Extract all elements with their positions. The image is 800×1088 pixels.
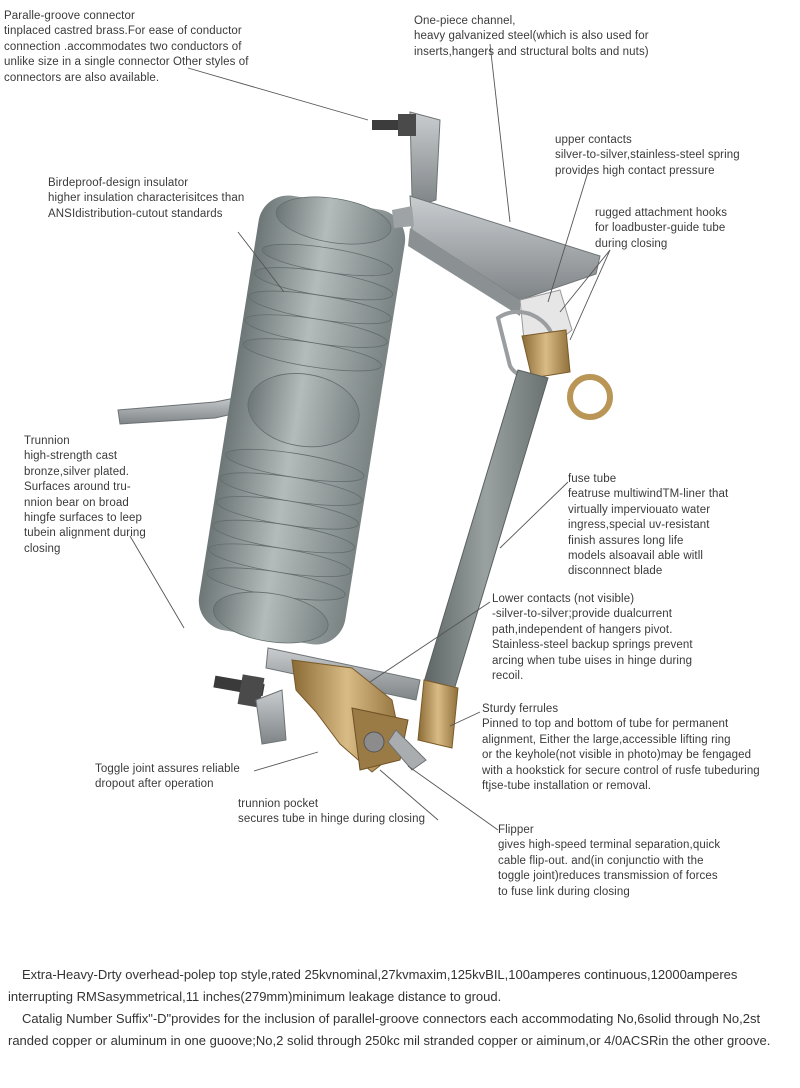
insulator-callout: Birdeproof-design insulator higher insul…: [48, 177, 245, 220]
product-description: Extra-Heavy-Drty overhead-polep top styl…: [8, 964, 794, 1052]
toggle-callout: Toggle joint assures reliable dropout af…: [95, 763, 240, 791]
lower-hinge-assembly: [265, 647, 427, 773]
upper-contacts-callout: upper contacts silver-to-silver,stainles…: [555, 134, 740, 177]
description-paragraph-2: Catalig Number Suffix"-D"provides for th…: [8, 1011, 771, 1048]
upper-contact-assembly: [495, 289, 613, 420]
connector-callout: Paralle-groove connector tinplaced castr…: [4, 10, 249, 84]
flipper-callout: Flipper gives high-speed terminal separa…: [498, 824, 721, 898]
top-connector: [372, 114, 416, 136]
trunnion-callout: Trunnion high-strength cast bronze,silve…: [24, 435, 146, 555]
leader-lines: [129, 43, 611, 831]
top-channel: [392, 111, 601, 316]
fuse-cutout-illustration: [117, 43, 613, 831]
channel-callout: One-piece channel, heavy galvanized stee…: [414, 15, 649, 58]
fuse-tube-callout: fuse tube featruse multiwindTM-liner tha…: [568, 473, 729, 578]
lower-connector: [213, 674, 287, 745]
description-paragraph-1: Extra-Heavy-Drty overhead-polep top styl…: [8, 967, 738, 1004]
porcelain-insulator: [198, 195, 406, 645]
lower-ferrule: [417, 679, 459, 749]
lower-contacts-callout: Lower contacts (not visible) -silver-to-…: [492, 593, 693, 683]
hooks-callout: rugged attachment hooks for loadbuster-g…: [595, 207, 728, 250]
pocket-callout: trunnion pocket secures tube in hinge du…: [238, 798, 426, 826]
ferrules-callout: Sturdy ferrules Pinned to top and bottom…: [482, 703, 760, 793]
